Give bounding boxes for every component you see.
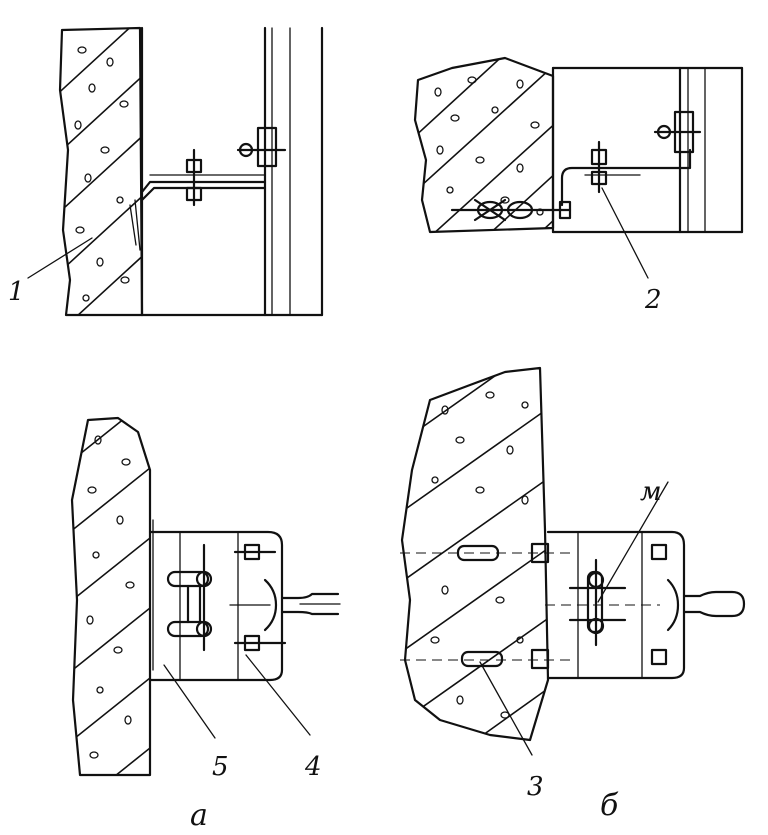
concrete-wall-bottom-right: [400, 366, 550, 742]
concrete-wall-bottom-left: [70, 416, 154, 777]
leaders-b: [479, 481, 669, 756]
callout-5: 5: [212, 752, 229, 782]
leader-2: [601, 187, 649, 279]
callout-4: 4: [304, 752, 322, 782]
clamp-section-a: [166, 543, 287, 652]
callout-2: 2: [644, 285, 662, 315]
bracket-top-right: [450, 110, 702, 222]
marker-m: м: [640, 477, 662, 507]
bracket-top-left: [129, 126, 287, 251]
concrete-wall-top-left: [58, 26, 144, 317]
leaders-a: [163, 654, 311, 739]
callout-1: 1: [8, 277, 25, 307]
cabinet-top-left: [140, 26, 324, 317]
cabinet-top-right: [551, 66, 744, 234]
callout-3: 3: [527, 772, 544, 802]
anchors-section-b: [400, 542, 660, 670]
clamp-section-b: [568, 558, 627, 647]
subfigure-label-a: а: [190, 798, 208, 833]
leader-1: [27, 237, 93, 279]
cabinet-section-a: [148, 530, 341, 682]
subfigure-label-b: б: [600, 788, 619, 823]
concrete-wall-top-right: [413, 56, 555, 234]
